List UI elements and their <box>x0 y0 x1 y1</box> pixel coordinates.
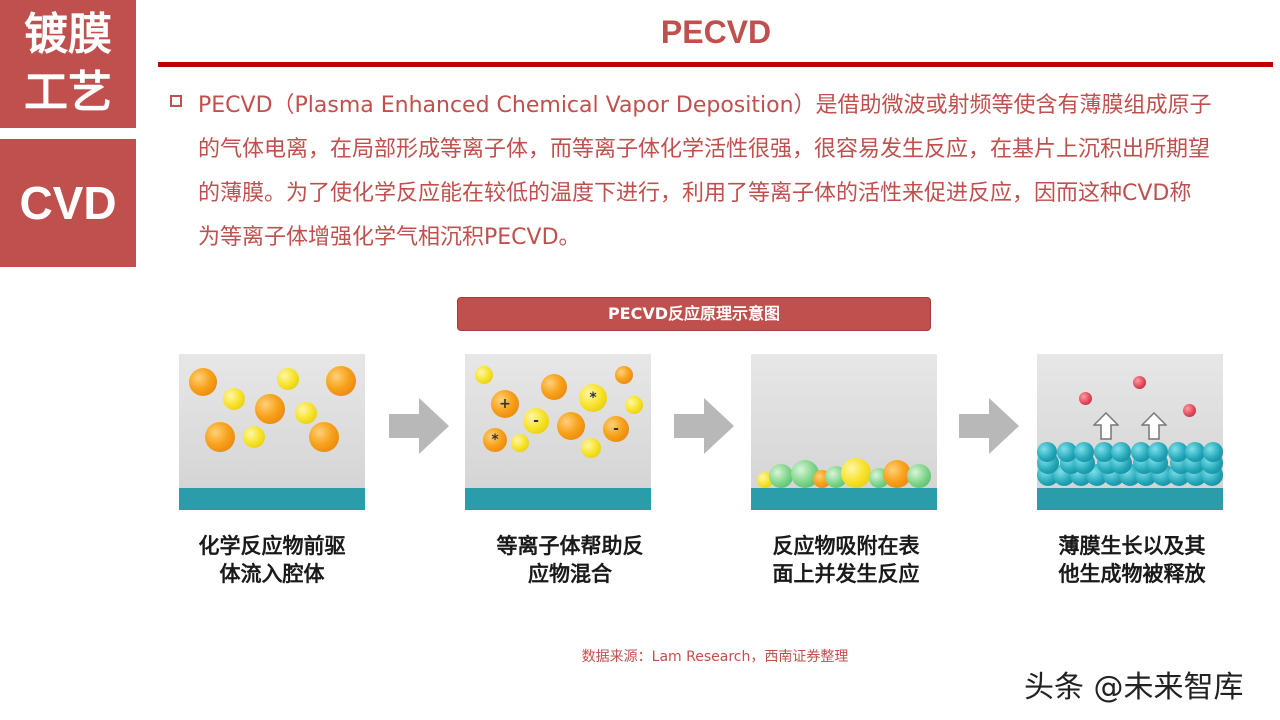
precursor-molecule <box>223 388 245 410</box>
stage-1-label: 化学反应物前驱 体流入腔体 <box>172 532 372 588</box>
sidebar-title-line1: 镀膜 <box>24 9 112 60</box>
data-source-note: 数据来源：Lam Research，西南证券整理 <box>581 649 849 665</box>
sidebar-section-title: 镀膜 工艺 <box>0 0 136 128</box>
sidebar-subsection-label: CVD <box>19 177 117 229</box>
reactant-molecule <box>625 396 643 414</box>
film-particle <box>1131 442 1152 462</box>
film-particle <box>1073 442 1094 462</box>
stage-label-line: 他生成物被释放 <box>1058 562 1206 586</box>
arrow-up-icon <box>1141 412 1167 440</box>
arrow-up-icon <box>1093 412 1119 440</box>
diagram-title: PECVD反应原理示意图 <box>457 297 931 331</box>
precursor-molecule <box>189 368 217 396</box>
film-particle <box>1057 442 1078 462</box>
ion-sign: - <box>533 413 539 429</box>
precursor-molecule <box>309 422 339 452</box>
precursor-molecule <box>205 422 235 452</box>
film-particle <box>1037 442 1057 462</box>
film-particle <box>1203 442 1223 462</box>
reactant-molecule <box>511 434 529 452</box>
stage-2-label: 等离子体帮助反 应物混合 <box>470 532 670 588</box>
stage-4-panel <box>1037 354 1223 510</box>
arrow-right-icon <box>959 398 1019 454</box>
description-text: PECVD（Plasma Enhanced Chemical Vapor Dep… <box>198 93 1212 250</box>
stage-label-line: 薄膜生长以及其 <box>1058 534 1206 558</box>
film-particle <box>1184 442 1205 462</box>
stage-label-line: 化学反应物前驱 <box>198 534 346 558</box>
title-divider <box>158 62 1273 67</box>
watermark: 头条 @未来智库 <box>1024 670 1244 705</box>
ion-sign: * <box>491 432 499 448</box>
substrate <box>1037 488 1223 510</box>
stage-2-panel: + * - - * <box>465 354 651 510</box>
sidebar-subsection: CVD <box>0 139 136 267</box>
film-particle <box>1147 442 1168 462</box>
arrow-right-icon <box>389 398 449 454</box>
byproduct-molecule <box>1079 392 1092 405</box>
reactant-molecule <box>615 366 633 384</box>
reactant-molecule <box>541 374 567 400</box>
byproduct-molecule <box>1183 404 1196 417</box>
stage-label-line: 等离子体帮助反 <box>496 534 644 558</box>
film-particle <box>1094 442 1115 462</box>
reactant-molecule <box>581 438 601 458</box>
stage-label-line: 面上并发生反应 <box>772 562 920 586</box>
stage-label-line: 反应物吸附在表 <box>772 534 920 558</box>
ion-sign: - <box>613 421 619 437</box>
stage-4-label: 薄膜生长以及其 他生成物被释放 <box>1032 532 1232 588</box>
adsorbed-molecule <box>883 460 911 488</box>
page-title: PECVD <box>660 14 772 50</box>
adsorbed-molecule <box>769 464 793 488</box>
substrate <box>465 488 651 510</box>
byproduct-molecule <box>1133 376 1146 389</box>
ion-molecule: * <box>483 428 507 452</box>
precursor-molecule <box>326 366 356 396</box>
ion-molecule: + <box>491 390 519 418</box>
ion-sign: * <box>589 390 597 406</box>
stage-1-panel <box>179 354 365 510</box>
film-particle <box>1168 442 1189 462</box>
ion-molecule: - <box>603 416 629 442</box>
stage-3-panel <box>751 354 937 510</box>
sidebar-title-line2: 工艺 <box>24 67 112 118</box>
precursor-molecule <box>243 426 265 448</box>
stage-label-line: 体流入腔体 <box>219 562 325 586</box>
ion-molecule: - <box>523 408 549 434</box>
ion-molecule: * <box>579 384 607 412</box>
ion-sign: + <box>499 396 511 412</box>
adsorbed-molecule <box>841 458 871 488</box>
bullet-square-icon <box>170 95 182 107</box>
substrate <box>179 488 365 510</box>
reactant-molecule <box>475 366 493 384</box>
adsorbed-molecule <box>907 464 931 488</box>
stage-label-line: 应物混合 <box>528 562 612 586</box>
reactant-molecule <box>557 412 585 440</box>
stage-3-label: 反应物吸附在表 面上并发生反应 <box>746 532 946 588</box>
film-particle <box>1110 442 1131 462</box>
arrow-right-icon <box>674 398 734 454</box>
precursor-molecule <box>295 402 317 424</box>
precursor-molecule <box>277 368 299 390</box>
thin-film-layer <box>1037 442 1223 488</box>
substrate <box>751 488 937 510</box>
precursor-molecule <box>255 394 285 424</box>
